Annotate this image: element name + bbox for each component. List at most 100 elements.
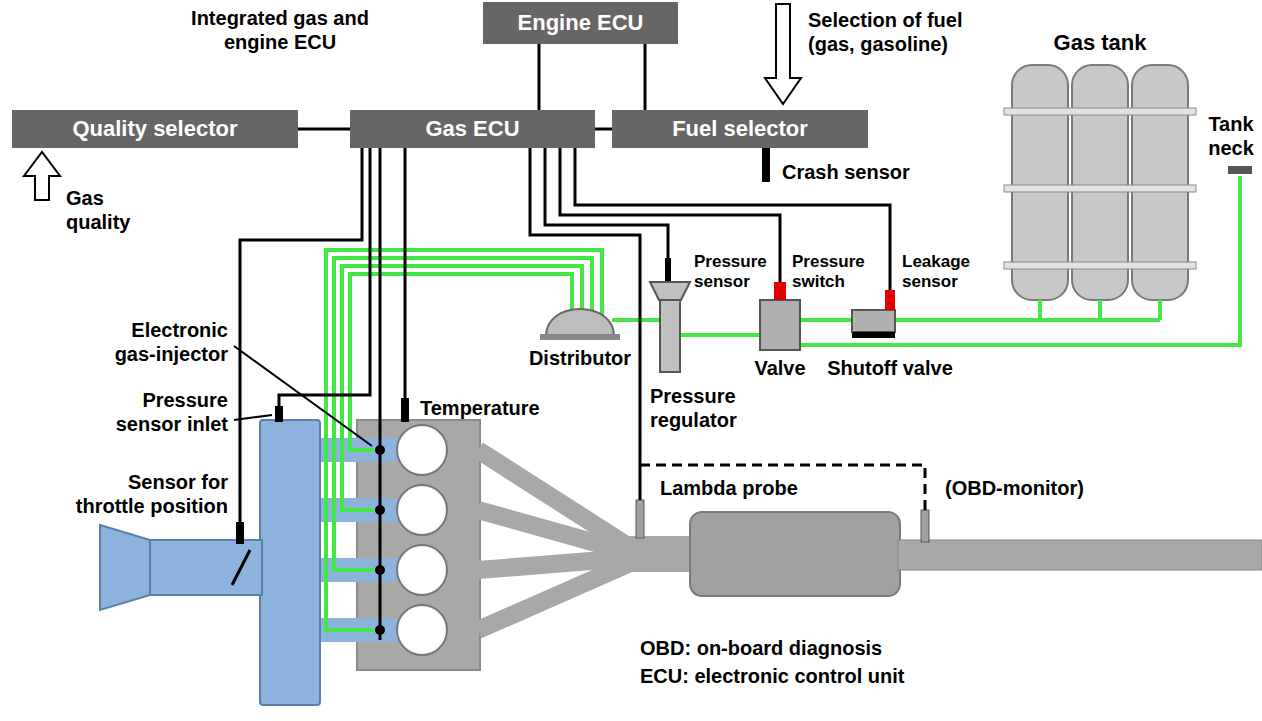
part-label: Tank neck <box>1204 112 1258 160</box>
filling-line <box>800 176 1240 345</box>
label-anchor: Pressure sensor inlet <box>100 388 228 436</box>
lambda-probe <box>636 500 644 538</box>
throttle-flap <box>232 550 250 585</box>
part-label: Pressure sensor <box>694 252 774 293</box>
label-anchor: Electronic gas-injector <box>100 318 228 366</box>
part-label: Valve <box>745 356 815 380</box>
gas-line <box>326 250 602 630</box>
cylinder <box>397 545 447 595</box>
ecu-link <box>644 44 647 110</box>
input-label: Gas quality <box>66 186 146 234</box>
pressure-switch <box>774 282 786 300</box>
label-anchor: Temperature <box>420 396 550 420</box>
exhaust-runner <box>478 564 628 630</box>
gas-line <box>800 318 852 322</box>
tank-strap <box>1004 185 1196 192</box>
box-label: Gas ECU <box>425 116 519 142</box>
signal-wire <box>240 148 362 522</box>
inlet-pressure-sensor <box>275 406 283 422</box>
part-label: (OBD-monitor) <box>945 476 1105 500</box>
tank-strap <box>1004 108 1196 115</box>
gas-line <box>612 318 660 322</box>
input-arrow <box>24 152 60 200</box>
input-label: Selection of fuel (gas, gasoline) <box>808 8 980 56</box>
leader-line <box>234 415 272 420</box>
ecu-box: Gas ECU <box>350 110 595 148</box>
label-anchor: Pressure regulator <box>650 384 750 432</box>
intake-manifold <box>260 420 320 705</box>
label-anchor: Sensor for throttle position <box>68 470 228 518</box>
label-anchor: Gas quality <box>66 186 146 234</box>
exhaust-runner <box>478 510 628 552</box>
gas-line <box>680 333 760 337</box>
cylinder <box>397 485 447 535</box>
distributor-base <box>540 334 620 340</box>
gas-line <box>342 266 582 510</box>
leader-line <box>234 346 372 446</box>
signal-wire <box>545 148 668 258</box>
leakage-sensor <box>885 290 895 310</box>
gas-injector <box>375 565 385 575</box>
footnote: ECU: electronic control unit <box>640 664 1040 688</box>
ecu-box: Engine ECU <box>483 2 678 44</box>
tank-neck-fitting <box>1228 166 1252 174</box>
obd-probe <box>921 510 929 542</box>
part-label: Pressure sensor inlet <box>100 388 228 436</box>
label-anchor: (OBD-monitor) <box>945 476 1105 500</box>
label-anchor: Leakage sensor <box>902 252 980 293</box>
footnote: OBD: on-board diagnosis <box>640 636 1040 660</box>
part-label: Crash sensor <box>782 160 922 184</box>
input-arrow <box>765 4 801 104</box>
gas-injector <box>375 445 385 455</box>
obd-wire <box>640 465 925 510</box>
gas-line <box>334 258 592 570</box>
cylinder <box>397 605 447 655</box>
part-label: Temperature <box>420 396 550 420</box>
gas-line <box>895 300 1160 320</box>
part-label: Lambda probe <box>660 476 820 500</box>
label-anchor: Distributor <box>520 346 640 370</box>
signal-wire <box>279 148 370 406</box>
regulator-body <box>660 300 680 372</box>
box-label: Engine ECU <box>518 10 644 36</box>
label-anchor: Crash sensor <box>782 160 922 184</box>
part-label: Electronic gas-injector <box>100 318 228 366</box>
tail-pipe <box>898 540 1262 570</box>
throttle-body <box>150 540 262 595</box>
heading-label: Integrated gas and engine ECU <box>175 6 385 54</box>
pressure-sensor <box>665 258 671 282</box>
regulator-head <box>650 282 690 300</box>
valve-body <box>760 300 800 350</box>
cylinder <box>397 425 447 475</box>
box-label: Quality selector <box>72 116 237 142</box>
part-label: Leakage sensor <box>902 252 980 293</box>
distributor-body <box>546 309 614 336</box>
gas-injector <box>375 625 385 635</box>
part-label: Sensor for throttle position <box>68 470 228 518</box>
tank-strap <box>1004 262 1196 269</box>
exhaust-pipe <box>620 536 692 572</box>
ecu-link <box>538 44 541 110</box>
label-anchor: Integrated gas and engine ECU <box>175 6 385 54</box>
ecu-link <box>298 128 350 131</box>
label-anchor: Pressure switch <box>792 252 872 293</box>
shutoff-valve-body <box>852 310 895 332</box>
catalytic-converter <box>690 512 900 596</box>
part-label: Pressure switch <box>792 252 872 293</box>
label-anchor: Shutoff valve <box>815 356 965 380</box>
ecu-link <box>595 128 612 131</box>
part-label: Distributor <box>520 346 640 370</box>
ecu-box: Quality selector <box>12 110 298 148</box>
label-anchor: Gas tank <box>1045 30 1155 56</box>
ecu-box: Fuel selector <box>612 110 868 148</box>
part-label: Shutoff valve <box>815 356 965 380</box>
part-label: Gas tank <box>1045 30 1155 56</box>
part-label: Pressure regulator <box>650 384 750 432</box>
signal-wire <box>404 148 407 398</box>
label-anchor: OBD: on-board diagnosis <box>640 636 1040 660</box>
label-anchor: Selection of fuel (gas, gasoline) <box>808 8 980 56</box>
throttle-sensor <box>236 522 244 544</box>
label-anchor: Tank neck <box>1204 112 1258 160</box>
label-anchor: Pressure sensor <box>694 252 774 293</box>
